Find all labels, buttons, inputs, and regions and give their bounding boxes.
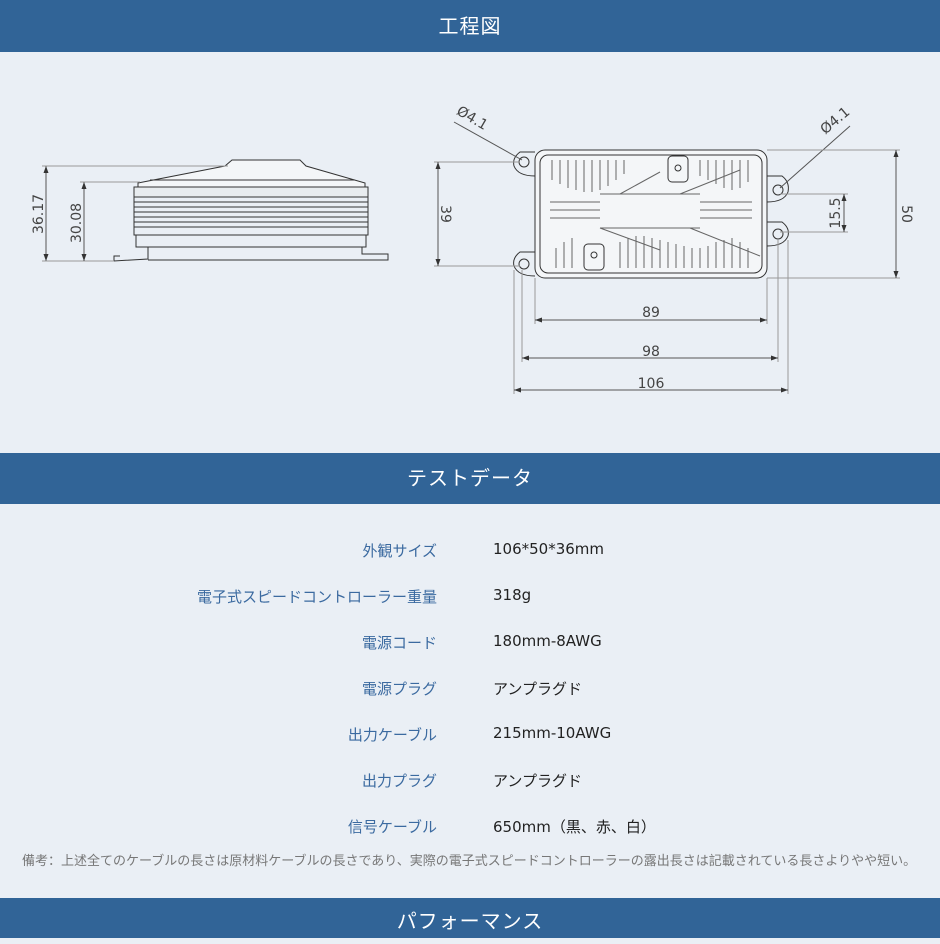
spec-label: 電源コード — [361, 634, 437, 652]
spec-value: 650mm（黒、赤、白） — [493, 818, 656, 836]
section-title-drawing: 工程図 — [438, 14, 502, 38]
dim-15-5: 15.5 — [828, 197, 844, 228]
spec-value: 318g — [493, 586, 532, 604]
spec-row: 外観サイズ 106*50*36mm — [0, 540, 940, 564]
dim-top-39: 39 — [437, 205, 453, 223]
dim-side-total: 36.17 — [31, 194, 47, 234]
spec-label: 出力ケーブル — [347, 726, 437, 744]
section-header-drawing: 工程図 — [0, 0, 940, 52]
dim-len-106: 106 — [638, 376, 665, 392]
cable-length-note: 備考：上述全てのケーブルの長さは原材料ケーブルの長さであり、実際の電子式スピード… — [22, 854, 917, 869]
spec-row: 信号ケーブル 650mm（黒、赤、白） — [0, 816, 940, 840]
section-header-test-data: テストデータ — [0, 453, 940, 504]
spec-label: 電子式スピードコントローラー重量 — [196, 588, 437, 606]
spec-value: 106*50*36mm — [493, 540, 605, 558]
spec-value: アンプラグド — [493, 680, 582, 698]
spec-value: 180mm-8AWG — [493, 632, 602, 650]
spec-table: 外観サイズ 106*50*36mm 電子式スピードコントローラー重量 318g … — [0, 504, 940, 898]
spec-label: 外観サイズ — [362, 542, 437, 560]
dim-hole-right: Ø4.1 — [818, 104, 854, 138]
spec-value: 215mm-10AWG — [493, 724, 612, 742]
engineering-drawing: 36.17 30.08 39 Ø4.1 Ø4.1 15.5 50 89 98 1… — [0, 52, 940, 453]
drawing-svg: 36.17 30.08 39 Ø4.1 Ø4.1 15.5 50 89 98 1… — [31, 103, 914, 394]
dim-width-50: 50 — [898, 205, 914, 223]
dim-len-89: 89 — [642, 305, 660, 321]
dim-side-body: 30.08 — [69, 203, 85, 243]
spec-label: 信号ケーブル — [347, 818, 437, 836]
dim-hole-left: Ø4.1 — [454, 103, 491, 134]
side-view — [42, 159, 389, 262]
section-title-performance: パフォーマンス — [396, 909, 544, 933]
spec-row: 電源プラグ アンプラグド — [0, 678, 940, 702]
spec-label: 電源プラグ — [361, 680, 437, 698]
spec-row: 電源コード 180mm-8AWG — [0, 632, 940, 656]
dim-len-98: 98 — [642, 344, 660, 360]
top-view — [434, 121, 900, 394]
spec-row: 出力ケーブル 215mm-10AWG — [0, 724, 940, 748]
spec-label: 出力プラグ — [361, 772, 437, 790]
spec-value: アンプラグド — [493, 772, 582, 790]
section-header-performance: パフォーマンス — [0, 898, 940, 938]
section-title-test-data: テストデータ — [407, 466, 533, 490]
spec-row: 出力プラグ アンプラグド — [0, 770, 940, 794]
spec-row: 電子式スピードコントローラー重量 318g — [0, 586, 940, 610]
